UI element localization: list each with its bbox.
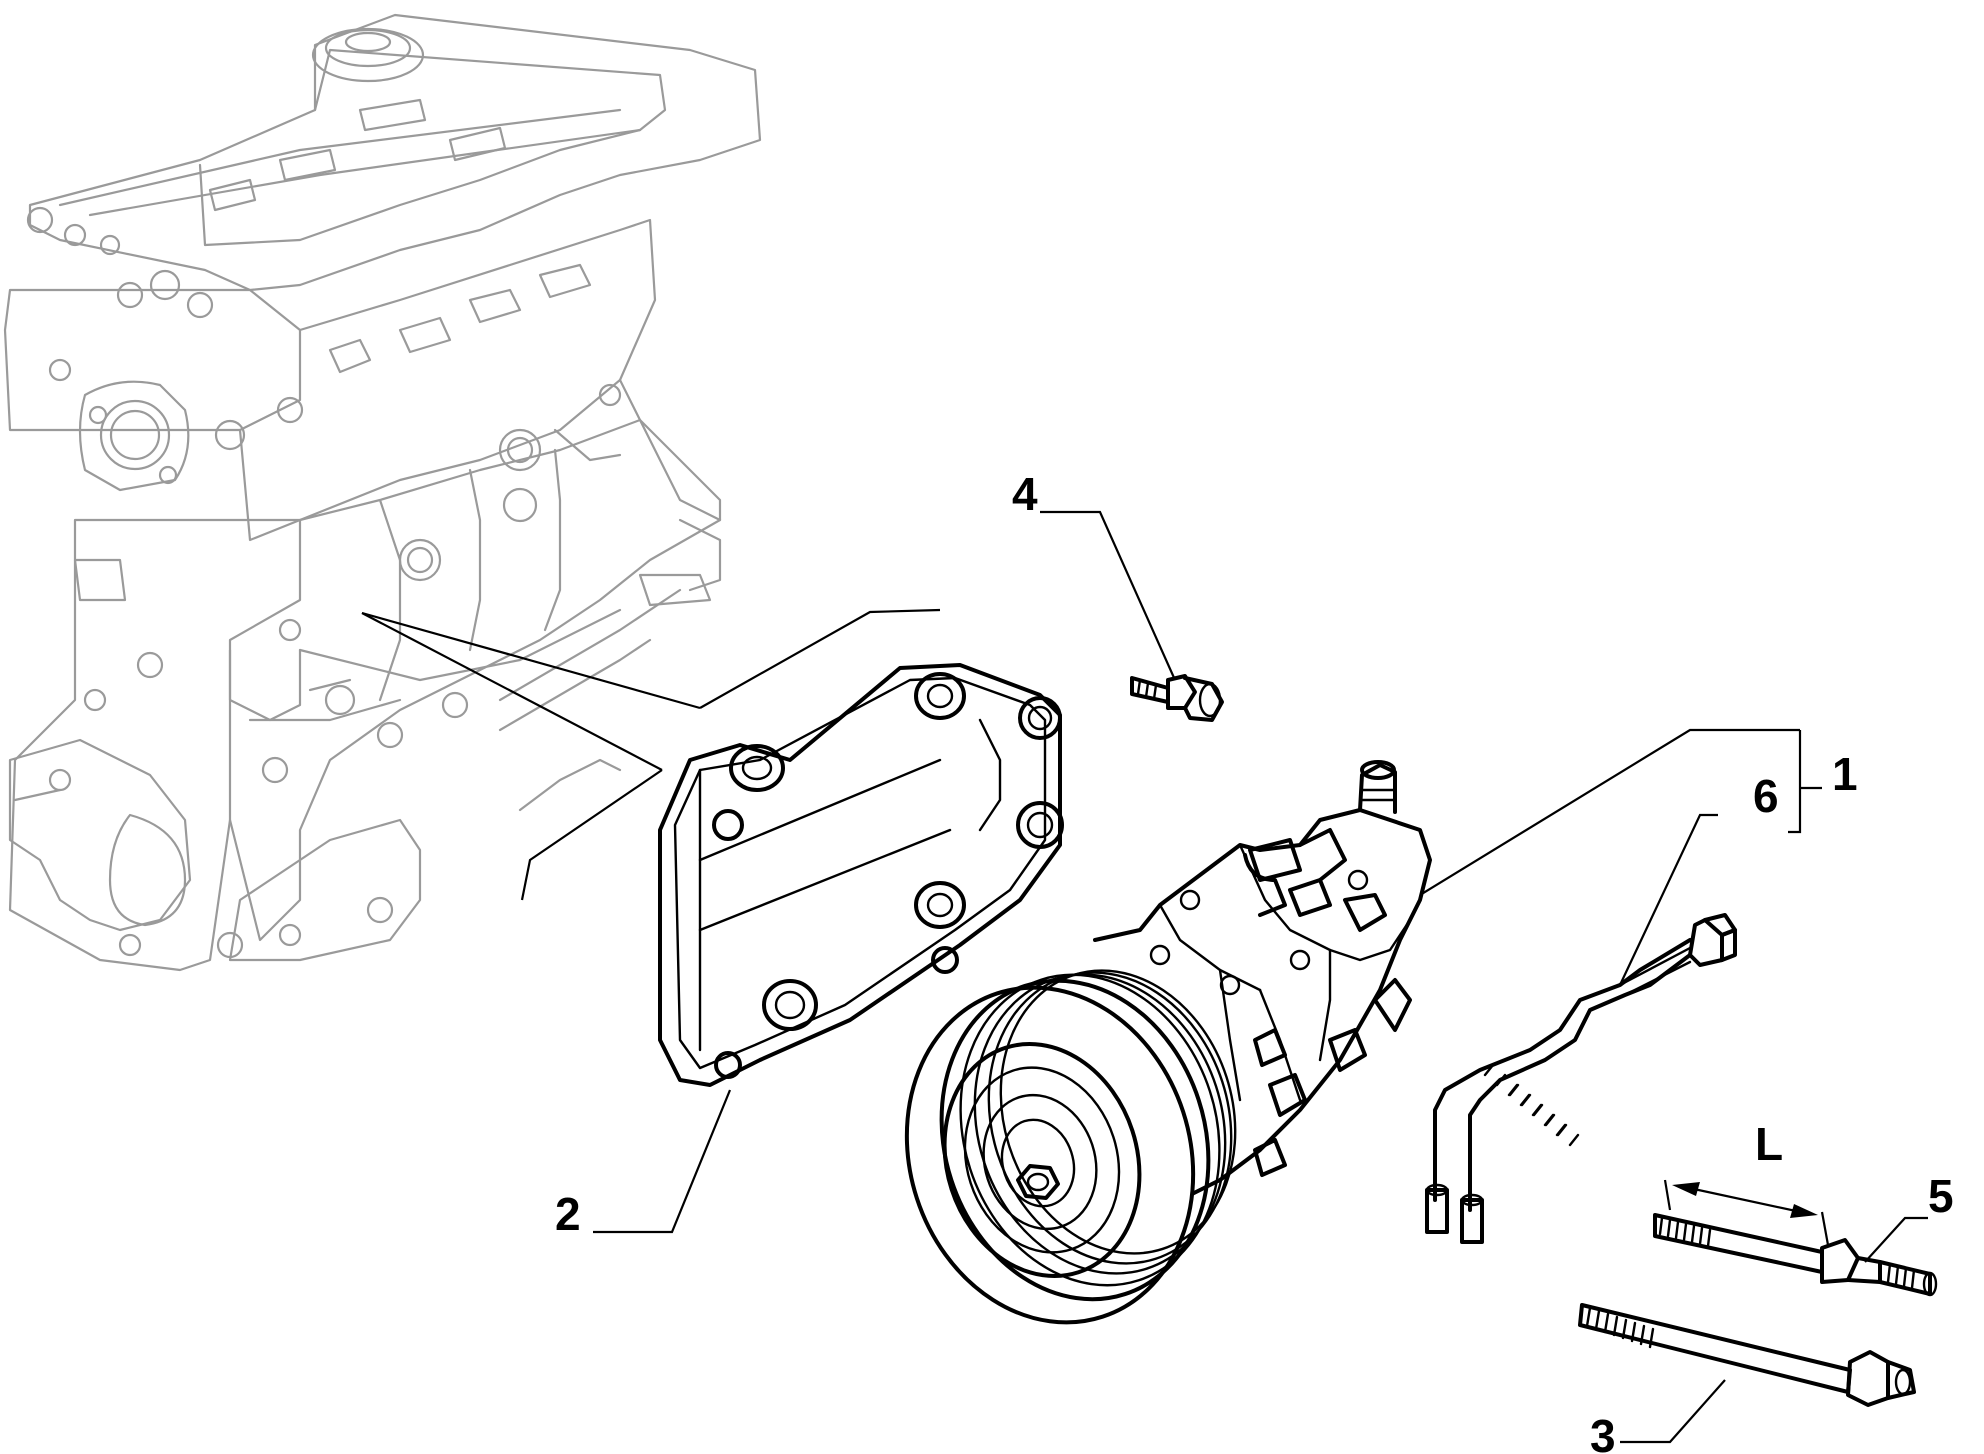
engine-block-icon — [3, 13, 762, 972]
callout-5: 5 — [1928, 1170, 1954, 1222]
bolt-icon — [1130, 674, 1224, 722]
dimension-label-L: L — [1755, 1118, 1783, 1170]
compressor-icon — [904, 760, 1432, 1325]
callout-1: 1 — [1832, 748, 1858, 800]
bracket-icon — [658, 663, 1064, 1087]
callout-4: 4 — [1012, 468, 1038, 520]
stud-bolt-icon — [1653, 1179, 1938, 1297]
callout-2: 2 — [555, 1188, 581, 1240]
wiring-harness-icon — [1425, 913, 1737, 1244]
mounting-reference-lines — [361, 608, 941, 901]
long-bolt-icon — [1578, 1303, 1916, 1407]
callout-6: 6 — [1753, 770, 1779, 822]
leader-lines — [593, 510, 1928, 1444]
callout-3: 3 — [1590, 1410, 1616, 1454]
